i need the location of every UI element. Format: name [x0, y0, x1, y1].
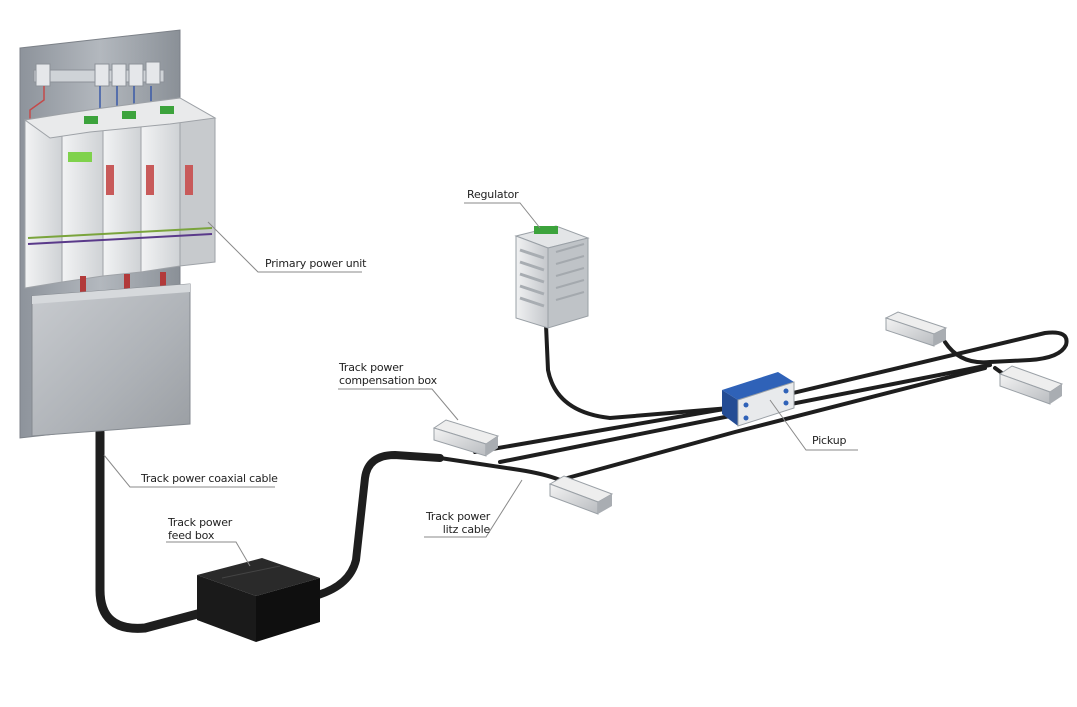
regulator-cable — [544, 323, 732, 421]
leader-primary-power-unit — [207, 221, 362, 273]
power-modules — [23, 97, 217, 289]
leader-regulator — [464, 202, 541, 229]
compensation-box-left — [432, 419, 500, 457]
leader-feed-box — [166, 541, 251, 567]
coaxial-cable — [95, 427, 210, 633]
feed-box-to-track-cable — [314, 451, 444, 599]
primary-power-unit — [19, 29, 217, 439]
leader-lines — [103, 202, 858, 567]
compensation-box-lower — [548, 475, 614, 515]
label-pickup: Pickup — [812, 434, 847, 447]
regulator — [514, 225, 590, 329]
terminal-posts — [80, 276, 86, 298]
label-compensation-box: Track power compensation box — [339, 361, 437, 387]
label-primary-power-unit: Primary power unit — [265, 257, 367, 270]
leader-pickup — [769, 399, 858, 451]
pickup — [722, 372, 795, 427]
label-feed-box: Track power feed box — [168, 516, 233, 542]
feed-box — [197, 558, 320, 642]
compensation-box-upper-right — [884, 311, 948, 347]
leader-compensation-box — [338, 388, 459, 421]
label-coaxial-cable: Track power coaxial cable — [141, 472, 278, 485]
compensation-box-right — [998, 365, 1064, 405]
lower-enclosure — [31, 283, 191, 437]
label-litz-cable: Track power litz cable — [426, 510, 491, 536]
leader-coaxial-cable — [103, 454, 275, 488]
label-regulator: Regulator — [467, 188, 519, 201]
leader-litz-cable — [424, 479, 523, 538]
